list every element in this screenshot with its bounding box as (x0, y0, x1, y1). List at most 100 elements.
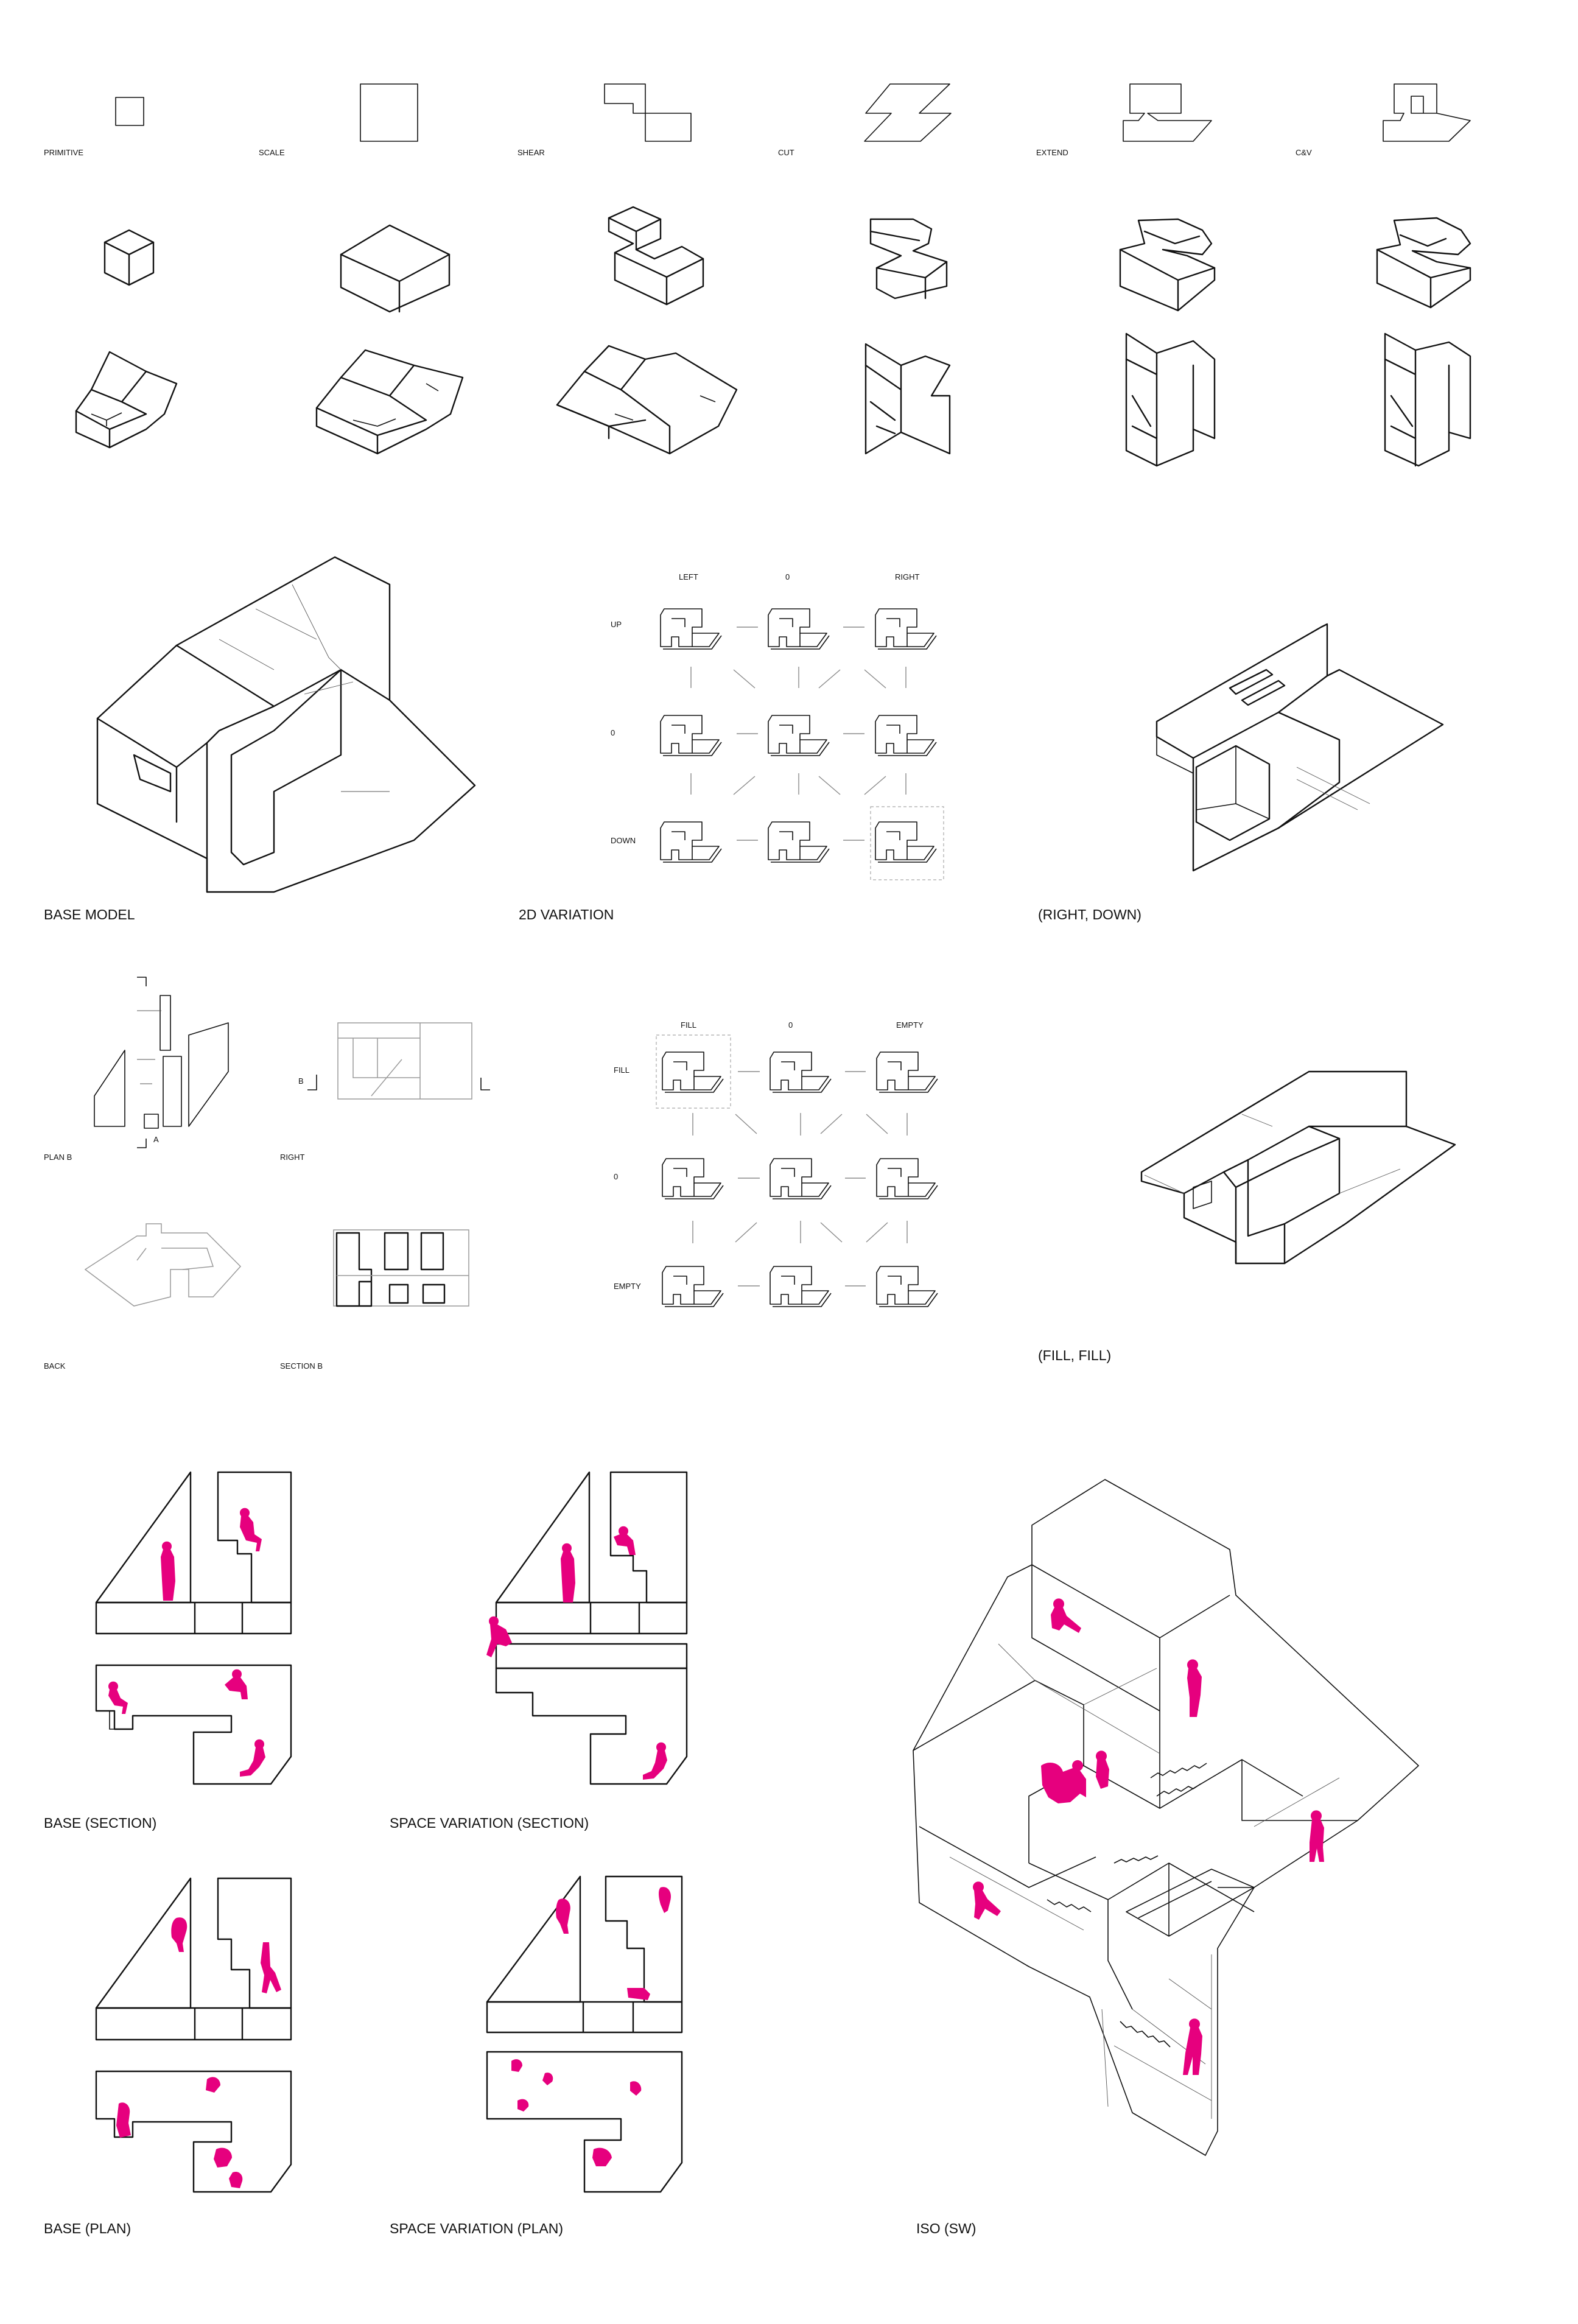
plan-figure-3 (116, 2102, 131, 2138)
grid2d-row-down: DOWN (611, 836, 636, 845)
gridfill-row-empty: EMPTY (614, 1282, 641, 1291)
result-fill-fill-drawing (1140, 1070, 1456, 1265)
cut-shape (864, 83, 952, 142)
gridfill-col-fill: FILL (681, 1020, 696, 1030)
extend-shape (1123, 83, 1212, 142)
box-cut (869, 218, 948, 300)
glyph-fill-3 (662, 1158, 724, 1199)
selected-cell-2d (870, 806, 944, 880)
label-plan-b: PLAN B (44, 1153, 72, 1162)
plan-figure-1 (171, 1917, 188, 1952)
person-sitting-sv-top (614, 1526, 636, 1555)
iso-person-5 (1310, 1810, 1324, 1862)
iso-person-6 (973, 1881, 1001, 1920)
glyph-2d-3 (660, 715, 722, 756)
cube-primitive (103, 229, 155, 286)
space-variation-plan-drawing (486, 1875, 683, 2193)
label-base-section: BASE (SECTION) (44, 1815, 156, 1831)
grid2d-connectors (690, 627, 906, 841)
label-iso-sw: ISO (SW) (916, 2220, 976, 2236)
row3-variants (75, 332, 1471, 467)
label-scale: SCALE (259, 148, 285, 157)
person-standing-section (161, 1541, 175, 1601)
label-right-down: (RIGHT, DOWN) (1038, 907, 1141, 922)
view-section-b (333, 1229, 469, 1307)
base-section-drawing (95, 1471, 292, 1785)
iso-person-1 (1051, 1598, 1081, 1633)
glyph-fill-2 (876, 1051, 938, 1093)
iso-person-4 (1096, 1750, 1109, 1789)
svplan-figure-7 (630, 2081, 642, 2096)
cv-shape (1383, 83, 1471, 142)
label-space-section: SPACE VARIATION (SECTION) (390, 1815, 589, 1831)
row1-2d-operations: PRIMITIVE SCALE SHEAR CUT EXTEND C&V (44, 83, 1471, 157)
plan-figure-4 (206, 2077, 220, 2093)
base-plan-drawing (95, 1877, 292, 2193)
grid2d-row-0: 0 (611, 728, 615, 737)
orthographic-views: A PLAN B B RIGHT BACK SECTION B (44, 977, 490, 1371)
glyph-fill-7 (770, 1266, 832, 1307)
label-2d-variation: 2D VARIATION (519, 907, 614, 922)
glyph-2d-6 (660, 821, 722, 863)
view-back (84, 1223, 242, 1307)
view-right: B (298, 1022, 490, 1100)
person-sitting-sv-bottom (643, 1742, 667, 1780)
grid2d-col-left: LEFT (679, 572, 698, 581)
variant-1 (75, 351, 178, 449)
svplan-figure-2 (659, 1887, 672, 1913)
base-model-drawing (96, 556, 476, 893)
plan-figure-2 (261, 1942, 281, 1993)
label-cut: CUT (778, 148, 794, 157)
person-reclining (240, 1739, 265, 1777)
gridfill-row-fill: FILL (614, 1065, 629, 1075)
variant-2 (315, 349, 464, 455)
gridfill-col-empty: EMPTY (896, 1020, 924, 1030)
glyph-fill-6 (662, 1266, 724, 1307)
iso-person-2 (1187, 1659, 1202, 1717)
view-plan-b: A (94, 977, 229, 1148)
label-back: BACK (44, 1361, 66, 1371)
box-cv (1376, 217, 1471, 309)
person-sitting-mid (225, 1669, 248, 1699)
label-section-b: SECTION B (280, 1361, 323, 1371)
person-standing-sv (561, 1543, 575, 1603)
variant-3 (556, 345, 738, 455)
glyph-2d-8 (875, 821, 937, 863)
label-shear: SHEAR (517, 148, 545, 157)
space-variation-section-drawing (486, 1471, 688, 1785)
glyph-2d-4 (768, 715, 830, 756)
glyph-fill-0 (662, 1051, 724, 1093)
glyph-2d-7 (768, 821, 830, 863)
shear-shape (604, 83, 692, 142)
svplan-figure-4 (511, 2059, 522, 2072)
label-extend: EXTEND (1036, 148, 1068, 157)
row2-extrusions (103, 206, 1471, 313)
grid2d-col-0: 0 (785, 572, 790, 581)
glyph-fill-4 (770, 1158, 832, 1199)
glyph-2d-0 (660, 608, 722, 650)
gridfill-connectors (692, 1071, 908, 1287)
result-right-down-drawing (1155, 623, 1444, 872)
box-extend (1119, 218, 1216, 312)
label-primitive: PRIMITIVE (44, 148, 83, 157)
person-leaning-sv (486, 1616, 512, 1657)
glyph-2d-5 (875, 715, 937, 756)
label-base-plan: BASE (PLAN) (44, 2220, 131, 2236)
variant-6 (1384, 332, 1471, 467)
selected-cell-fill (656, 1034, 731, 1109)
gridfill-col-0: 0 (788, 1020, 793, 1030)
marker-b: B (298, 1076, 304, 1086)
grid2d-col-right: RIGHT (895, 572, 920, 581)
glyph-fill-5 (876, 1158, 938, 1199)
variation-grid-2d: LEFT 0 RIGHT UP 0 DOWN (611, 572, 944, 880)
grid2d-row-up: UP (611, 620, 622, 629)
person-sitting-section (239, 1508, 262, 1551)
variant-5 (1125, 332, 1216, 467)
glyph-2d-1 (768, 608, 830, 650)
variant-4 (864, 343, 951, 455)
scale-square (360, 83, 418, 142)
plan-figure-5 (214, 2147, 232, 2168)
person-sitting-left (108, 1681, 128, 1714)
glyph-fill-1 (770, 1051, 832, 1093)
